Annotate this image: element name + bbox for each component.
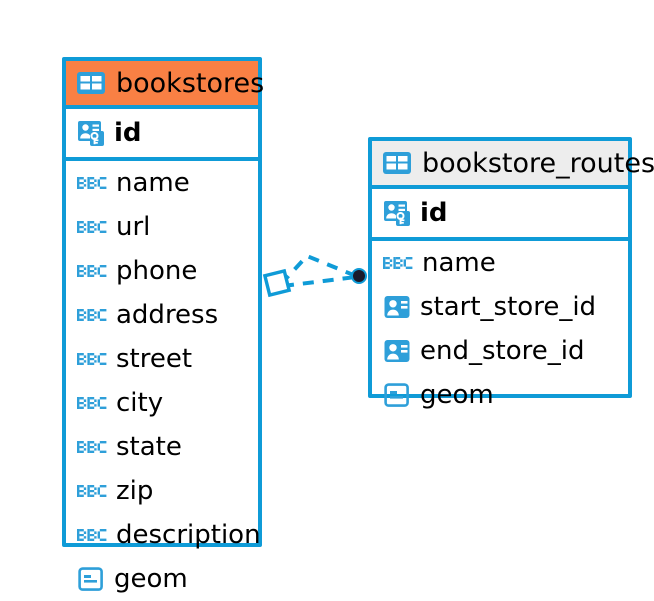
- field-row-start-store-id[interactable]: start_store_id: [372, 285, 628, 329]
- entity-bookstores-title: bookstores: [116, 67, 265, 99]
- entity-bookstore-routes-header[interactable]: bookstore_routes: [372, 141, 654, 189]
- field-label-id: id: [420, 198, 448, 228]
- entity-bookstores-fields: name: [66, 161, 261, 601]
- entity-bookstore-routes[interactable]: bookstore_routes: [368, 137, 654, 408]
- field-row-geom[interactable]: geom: [372, 373, 628, 417]
- field-row-zip[interactable]: zip: [66, 469, 258, 513]
- foreign-key-icon: [382, 336, 412, 366]
- field-label-end-store-id: end_store_id: [420, 336, 585, 366]
- field-row-state[interactable]: state: [66, 425, 258, 469]
- field-row-id[interactable]: id: [66, 109, 258, 157]
- entity-bookstores[interactable]: bookstores: [62, 57, 264, 592]
- text-abc-icon: [76, 212, 108, 242]
- field-label-name: name: [422, 248, 496, 278]
- relationship-source-diamond-icon: [262, 268, 292, 298]
- relationship-line-upper: [279, 253, 357, 286]
- foreign-key-icon: [382, 292, 412, 322]
- relationship-target-circle-outer: [351, 268, 367, 284]
- field-label-name: name: [116, 168, 190, 198]
- primary-key-icon: [382, 198, 412, 228]
- entity-bookstores-pk-section: id: [66, 109, 258, 161]
- field-label-id: id: [114, 118, 142, 148]
- text-abc-icon: [76, 432, 108, 462]
- field-row-id[interactable]: id: [372, 189, 628, 237]
- relationship-target-circle-icon: [353, 270, 365, 282]
- relationship-connector-bookstores-to-bookstore-routes[interactable]: [255, 238, 375, 300]
- entity-bookstores-header[interactable]: bookstores: [66, 61, 264, 109]
- table-icon: [76, 68, 106, 98]
- text-abc-icon: [76, 520, 108, 550]
- geometry-icon: [76, 564, 106, 594]
- field-label-phone: phone: [116, 256, 198, 286]
- field-row-city[interactable]: city: [66, 381, 258, 425]
- field-label-state: state: [116, 432, 182, 462]
- text-abc-icon: [382, 248, 414, 278]
- field-label-address: address: [116, 300, 219, 330]
- relationship-line-lower: [282, 275, 357, 288]
- text-abc-icon: [76, 388, 108, 418]
- field-label-description: description: [116, 520, 261, 550]
- field-row-phone[interactable]: phone: [66, 249, 258, 293]
- text-abc-icon: [76, 344, 108, 374]
- field-row-url[interactable]: url: [66, 205, 258, 249]
- field-row-name[interactable]: name: [372, 241, 628, 285]
- field-label-city: city: [116, 388, 164, 418]
- primary-key-icon: [76, 118, 106, 148]
- entity-bookstore-routes-fields: name start_store_id: [372, 241, 628, 417]
- table-icon: [382, 148, 412, 178]
- text-abc-icon: [76, 476, 108, 506]
- field-row-street[interactable]: street: [66, 337, 258, 381]
- field-label-geom: geom: [420, 380, 494, 410]
- field-label-zip: zip: [116, 476, 154, 506]
- text-abc-icon: [76, 256, 108, 286]
- entity-bookstore-routes-pk-section: id: [372, 189, 628, 241]
- field-row-address[interactable]: address: [66, 293, 258, 337]
- field-label-start-store-id: start_store_id: [420, 292, 597, 322]
- text-abc-icon: [76, 168, 108, 198]
- geometry-icon: [382, 380, 412, 410]
- diagram-canvas: bookstores: [62, 57, 654, 592]
- field-row-name[interactable]: name: [66, 161, 258, 205]
- field-label-street: street: [116, 344, 193, 374]
- field-row-end-store-id[interactable]: end_store_id: [372, 329, 628, 373]
- field-label-url: url: [116, 212, 151, 242]
- field-row-geom[interactable]: geom: [66, 557, 258, 601]
- text-abc-icon: [76, 300, 108, 330]
- field-row-description[interactable]: description: [66, 513, 261, 557]
- entity-bookstore-routes-title: bookstore_routes: [422, 147, 654, 179]
